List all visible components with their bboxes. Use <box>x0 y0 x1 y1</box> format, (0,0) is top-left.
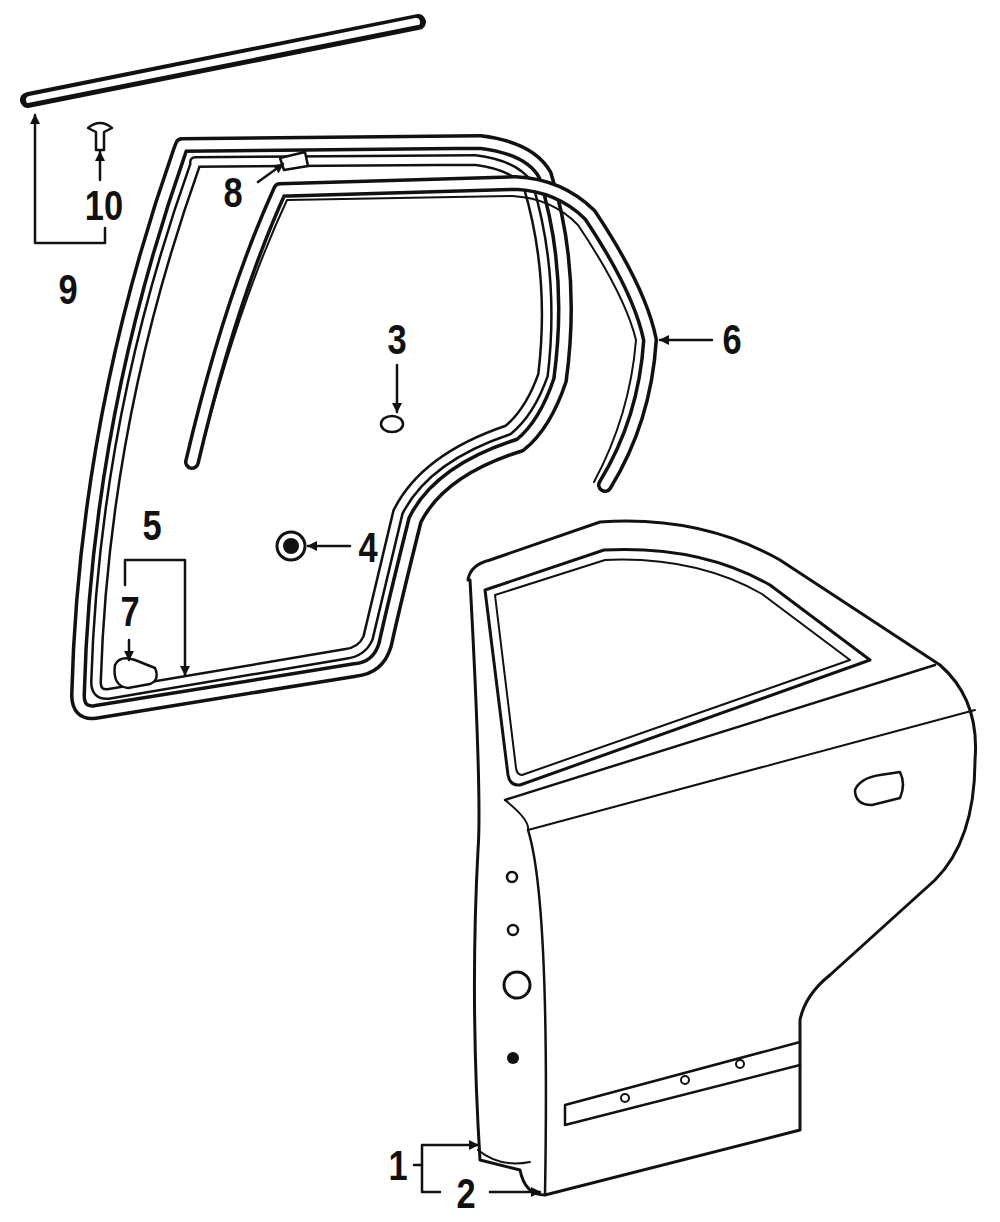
callout-number: 7 <box>120 591 139 633</box>
callout-number: 10 <box>85 185 123 227</box>
callout-number: 1 <box>388 1145 407 1187</box>
callout-number: 9 <box>58 269 77 311</box>
callout-number: 8 <box>223 172 242 214</box>
callout-number: 5 <box>142 505 161 547</box>
callout-number: 6 <box>722 319 741 361</box>
callout-number: 3 <box>387 319 406 361</box>
callout-number: 4 <box>358 527 377 569</box>
callout-number: 2 <box>456 1173 475 1215</box>
